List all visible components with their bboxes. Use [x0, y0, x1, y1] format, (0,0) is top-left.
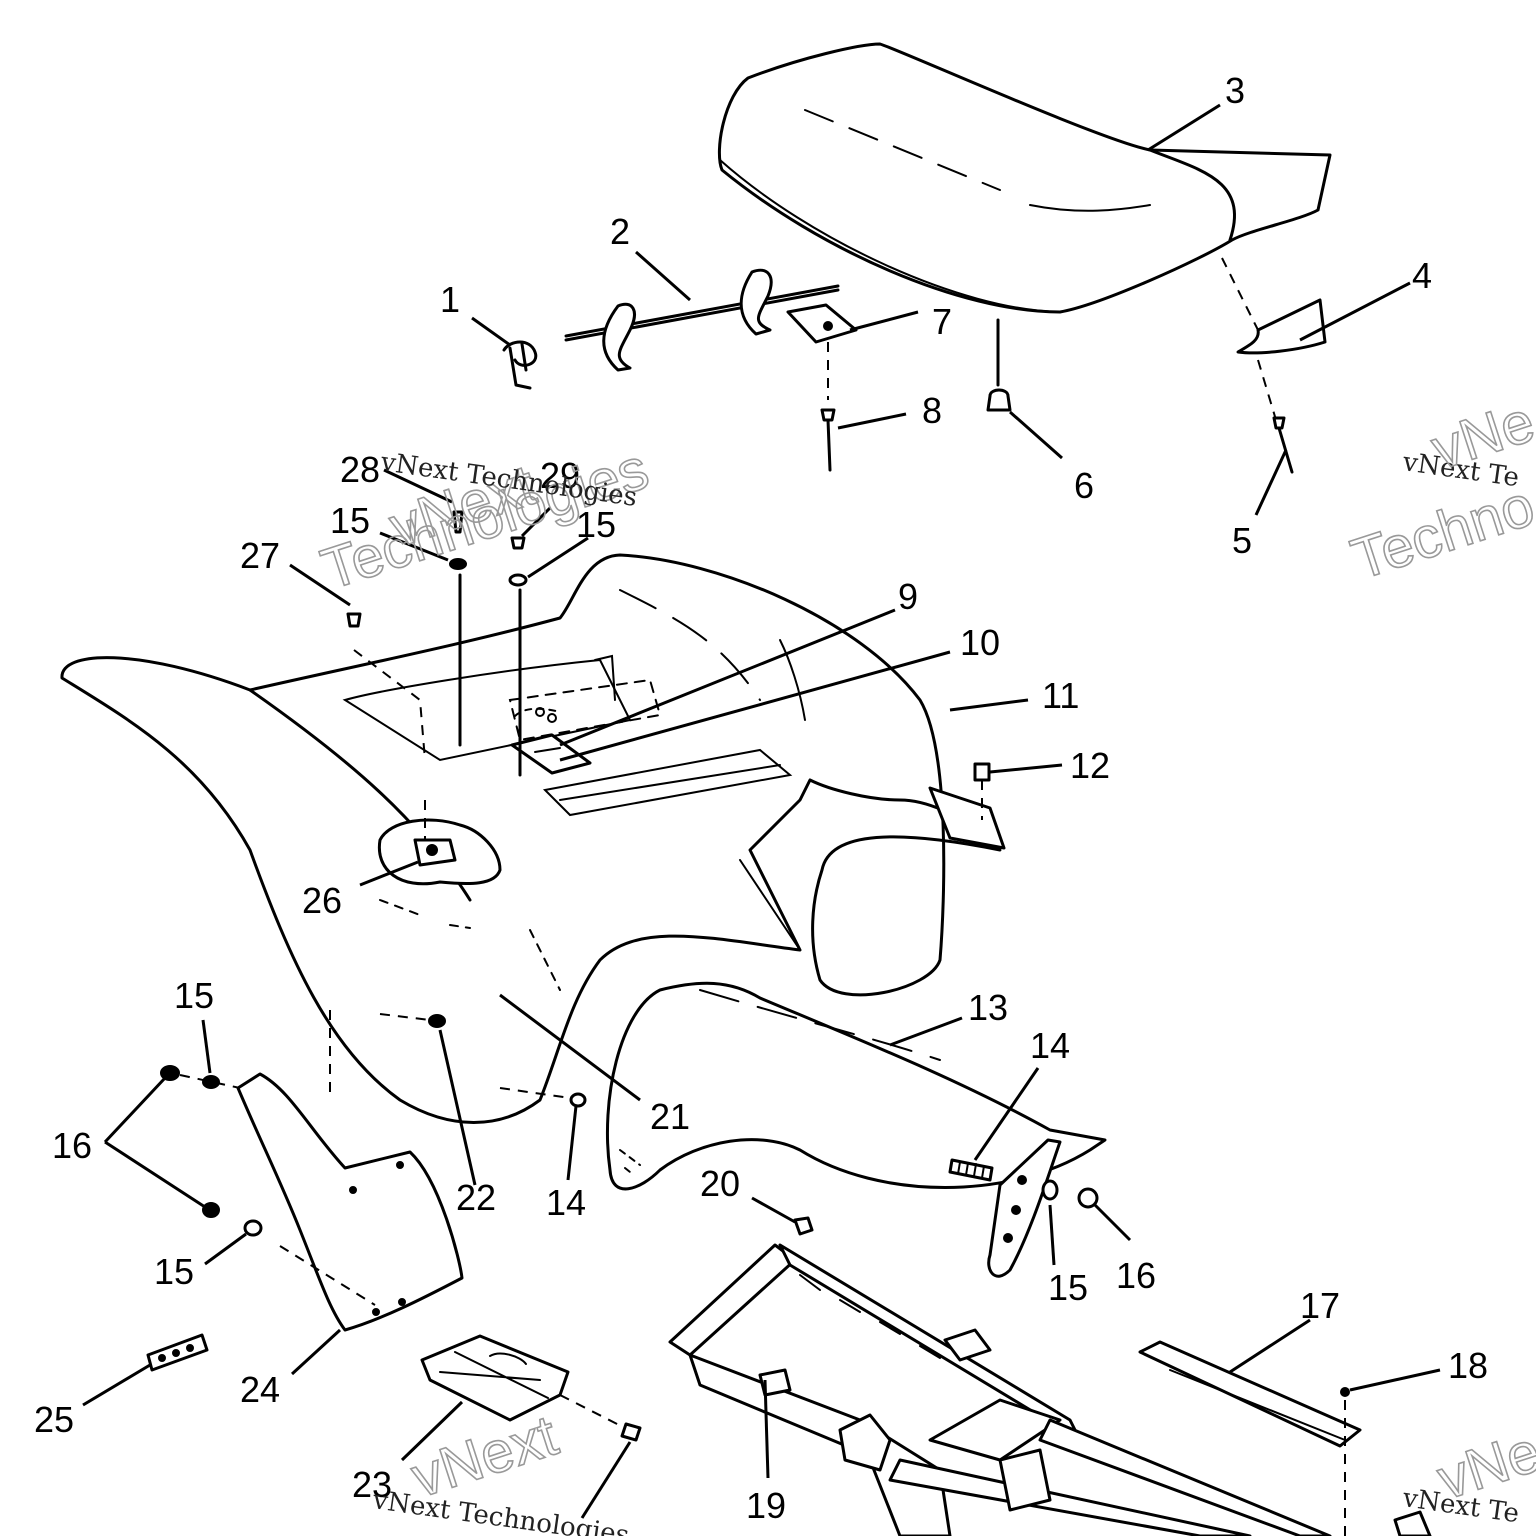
callout-28: 28	[340, 449, 380, 490]
callout-25: 25	[34, 1399, 74, 1440]
callout-27: 27	[240, 535, 280, 576]
leader-lines	[82, 103, 1441, 1519]
callout-15-left-lower: 15	[154, 1251, 194, 1292]
callout-26: 26	[302, 880, 342, 921]
callout-7: 7	[932, 301, 952, 342]
callout-10: 10	[960, 622, 1000, 663]
screw-part-5	[1272, 416, 1294, 474]
callout-15-top-left: 15	[330, 500, 370, 541]
fender-bracket-part-14	[948, 1138, 1062, 1278]
callout-14-upper: 14	[1030, 1025, 1070, 1066]
callout-labels: 1 2 3 4 5 6 7 8 9 10 11 12 13 14 14 15 1…	[34, 70, 1488, 1526]
svg-text:Techno: Techno	[1344, 473, 1536, 593]
front-fender-part-13	[606, 981, 1107, 1191]
callout-15-top-right: 15	[576, 504, 616, 545]
callout-16-right: 16	[1116, 1255, 1156, 1296]
callout-15-right: 15	[1048, 1267, 1088, 1308]
fender-fasteners-part-21	[379, 1013, 587, 1108]
callout-29: 29	[540, 455, 580, 496]
seat-bracket-part-4	[1221, 257, 1327, 421]
rear-fender-part-11	[60, 553, 1006, 1124]
callout-21: 21	[650, 1096, 690, 1137]
frame-part-19	[668, 1243, 1432, 1536]
plate-part-25	[146, 1333, 209, 1372]
rivet-part-8	[820, 408, 836, 472]
fasteners-top-group	[346, 510, 528, 777]
inner-panel-part-26	[377, 800, 502, 886]
mud-flap-part-24	[236, 1010, 464, 1332]
callout-16-left: 16	[52, 1125, 92, 1166]
callout-9: 9	[898, 576, 918, 617]
callout-24: 24	[240, 1369, 280, 1410]
callout-13: 13	[968, 987, 1008, 1028]
callout-15-left-upper: 15	[174, 975, 214, 1016]
callout-5: 5	[1232, 520, 1252, 561]
callout-18: 18	[1448, 1345, 1488, 1386]
callout-22: 22	[456, 1177, 496, 1218]
rail-part-17	[1138, 1340, 1362, 1536]
spring-part-1	[502, 340, 538, 390]
svg-text:vNe: vNe	[1430, 1419, 1536, 1513]
clip-nut-part-12	[973, 762, 991, 820]
nuts-washers-group	[160, 1065, 1099, 1237]
callout-1: 1	[440, 279, 460, 320]
plate-part-7	[786, 303, 858, 400]
callout-23: 23	[352, 1464, 392, 1505]
watermark-bottom-right: vNext Te vNe	[1400, 1418, 1536, 1529]
callout-17: 17	[1300, 1285, 1340, 1326]
latch-plate-part-9	[510, 733, 592, 775]
callout-8: 8	[922, 390, 942, 431]
callout-3: 3	[1225, 70, 1245, 111]
callout-12: 12	[1070, 745, 1110, 786]
callout-20: 20	[700, 1163, 740, 1204]
nut-part-20	[793, 1216, 814, 1236]
bracket-part-23	[420, 1334, 642, 1442]
callout-19: 19	[746, 1485, 786, 1526]
svg-text:vNext Technologies: vNext Technologies	[370, 1485, 631, 1536]
callout-2: 2	[610, 211, 630, 252]
seat-part-3	[717, 42, 1332, 314]
callout-6: 6	[1074, 465, 1094, 506]
tab-part-10	[514, 707, 561, 723]
callout-11: 11	[1042, 675, 1079, 716]
callout-14-lower: 14	[546, 1182, 586, 1223]
watermark-bottom-left: vNext vNext Technologies	[370, 1402, 631, 1536]
callout-4: 4	[1412, 255, 1432, 296]
watermark-top-right: vNext Te vNe Techno	[1343, 388, 1536, 593]
latch-rod-part-2	[564, 268, 840, 372]
bumper-part-6	[986, 318, 1012, 412]
